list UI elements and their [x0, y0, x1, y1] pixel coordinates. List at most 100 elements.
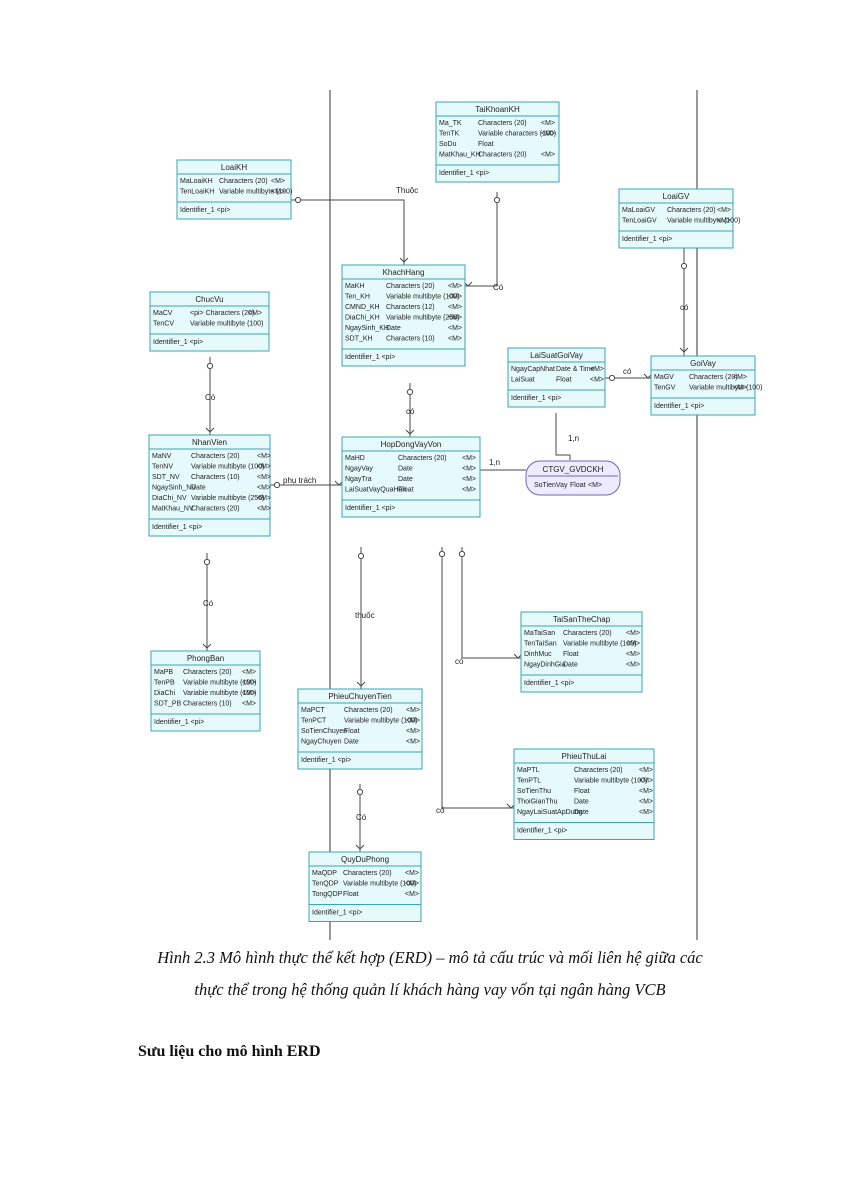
attribute-mandatory: <M> [448, 315, 462, 322]
relationship-label-co-gv: có [680, 303, 689, 312]
attribute-mandatory: <M> [541, 131, 555, 138]
entity-identifier: Identifier_1 <pi> [301, 757, 351, 764]
entity-identifier: Identifier_1 <pi> [439, 170, 489, 177]
attribute-mandatory: <M> [448, 304, 462, 311]
attribute-type: Float [570, 482, 586, 489]
attribute-type: Float [574, 788, 590, 795]
attribute-name: CMND_KH [345, 304, 380, 311]
attribute-type: Characters (20) [344, 707, 393, 714]
line-hopdong-taisan-circle-0 [458, 550, 466, 558]
entity-title: PhongBan [187, 654, 224, 663]
attribute-mandatory: <M> [462, 487, 476, 494]
attribute-mandatory: <M> [733, 385, 747, 392]
attribute-mandatory: <M> [448, 325, 462, 332]
attribute-name: TenTK [439, 131, 460, 138]
line-phieuchuyentien-quyduphong-crowfoot [355, 844, 365, 850]
attribute-mandatory: <M> [248, 310, 262, 317]
line-nhanvien-phongban-crowfoot-mark [202, 643, 212, 649]
attribute-type: Characters (20) [191, 506, 240, 513]
attribute-mandatory: <M> [405, 891, 419, 898]
attribute-mandatory: <M> [639, 788, 653, 795]
attribute-mandatory: <M> [590, 377, 604, 384]
attribute-type: Variable multibyte (100) [689, 385, 762, 392]
line-nhanvien-hopdong-circle-0 [273, 481, 281, 489]
attribute-mandatory: <M> [462, 466, 476, 473]
entity-title: ChucVu [195, 295, 223, 304]
attribute-name: NgayCapNhat [511, 366, 555, 373]
attribute-name: MaPCT [301, 707, 325, 714]
attribute-mandatory: <M> [406, 739, 420, 746]
attribute-type: Float [478, 141, 494, 148]
attribute-name: TenPCT [301, 718, 327, 725]
relationship-label-thuoc-kh: Thuộc [396, 186, 418, 195]
attribute-type: Variable multibyte (100) [344, 718, 417, 725]
attribute-type: Variable multibyte (100) [386, 294, 459, 301]
attribute-name: TenGV [654, 385, 676, 392]
line-phieuchuyentien-quyduphong-crowfoot-mark [355, 844, 365, 850]
caption-line-2: thực thể trong hệ thống quản lí khách hà… [194, 980, 666, 999]
attribute-mandatory: <M> [626, 662, 640, 669]
entity-title: TaiSanTheChap [553, 615, 611, 624]
attribute-type: Characters (10) [386, 336, 435, 343]
association-box [525, 460, 621, 496]
attribute-name: MaCV [153, 310, 173, 317]
attribute-type: Variable multibyte (256) [191, 495, 264, 502]
attribute-name: SDT_NV [152, 474, 180, 481]
line-laisuat-ctgv [555, 413, 571, 460]
attribute-mandatory: <M> [271, 178, 285, 185]
relationship-label-phutrach: phụ trách [283, 476, 316, 485]
line-laisuat-goivay-circle-0 [608, 374, 616, 382]
attribute-mandatory: <M> [257, 453, 271, 460]
attribute-mandatory: <M> [541, 152, 555, 159]
attribute-mandatory: <M> [639, 809, 653, 816]
attribute-name: MatKhau_KH [439, 152, 481, 159]
relationship-label-thuoc-pct: thuốc [355, 611, 375, 620]
entity-box [297, 688, 423, 770]
entity-box [435, 101, 560, 183]
attribute-mandatory: <M> [406, 728, 420, 735]
attribute-name: NgayLaiSuatApDung [517, 809, 582, 816]
attribute-mandatory: <M> [406, 707, 420, 714]
entity-box [507, 347, 606, 408]
attribute-type: Float [344, 728, 360, 735]
attribute-name: SoDu [439, 141, 457, 148]
attribute-name: MaPTL [517, 767, 540, 774]
attribute-name: DiaChi_NV [152, 495, 187, 502]
attribute-type: Variable multibyte (100) [563, 641, 636, 648]
attribute-type: Variable multibyte (100) [191, 464, 264, 471]
attribute-name: NgaySinh_KH [345, 325, 389, 332]
attribute-type: Characters (20) [574, 767, 623, 774]
attribute-name: NgayDinhGia [524, 662, 566, 669]
attribute-type: Date [398, 466, 413, 473]
relationship-label-co-cv: Có [205, 393, 216, 402]
attribute-type: Variable multibyte (256) [386, 315, 459, 322]
line-loaikh-khachhang [291, 199, 405, 265]
attribute-type: Variable multibyte (100) [667, 218, 740, 225]
attribute-name: TenNV [152, 464, 173, 471]
line-khachhang-hopdong-crowfoot-mark [405, 429, 415, 435]
attribute-type: Characters (20) [478, 152, 527, 159]
entity-box [618, 188, 734, 249]
attribute-name: MaLoaiGV [622, 207, 655, 214]
attribute-type: Characters (20) [478, 120, 527, 127]
